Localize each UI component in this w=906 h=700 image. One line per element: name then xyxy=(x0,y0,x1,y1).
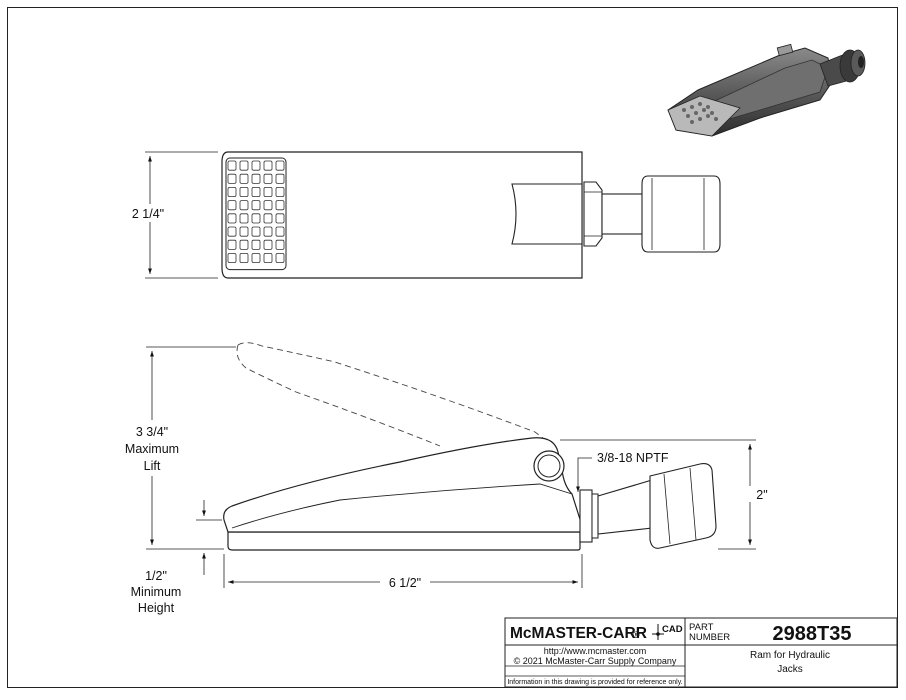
saddle-tooth xyxy=(227,200,237,211)
saddle-tooth xyxy=(263,239,273,250)
saddle-tooth xyxy=(263,226,273,237)
dim-height-label: 2" xyxy=(756,488,767,502)
dimension-width: 2 1/4" xyxy=(120,151,218,279)
saddle-tooth xyxy=(239,200,249,211)
iso-saddle-teeth xyxy=(682,102,718,124)
saddle-tooth xyxy=(275,226,285,237)
description-line-1: Ram for Hydraulic xyxy=(750,650,830,661)
saddle-tooth xyxy=(251,252,261,263)
saddle-tooth xyxy=(239,213,249,224)
dimension-length: 6 1/2" xyxy=(223,554,583,590)
dim-min-word2: Height xyxy=(138,601,175,615)
saddle-tooth xyxy=(227,213,237,224)
dimension-min-height: 1/2" Minimum Height xyxy=(131,500,222,615)
dim-length-label: 6 1/2" xyxy=(389,576,421,590)
saddle-tooth xyxy=(275,239,285,250)
dim-lift-word1: Maximum xyxy=(125,442,179,456)
saddle-tooth xyxy=(275,213,285,224)
top-view xyxy=(221,151,721,279)
description-line-2: Jacks xyxy=(777,664,803,675)
cad-label: CAD xyxy=(662,624,683,635)
saddle-tooth xyxy=(251,239,261,250)
saddle-tooth xyxy=(227,252,237,263)
saddle-tooth xyxy=(251,200,261,211)
isometric-view xyxy=(667,43,866,137)
pipe xyxy=(601,193,649,235)
cad-icon xyxy=(652,624,664,640)
saddle-tooth xyxy=(275,173,285,184)
disclaimer: Information in this drawing is provided … xyxy=(507,679,682,686)
saddle-tooth xyxy=(227,173,237,184)
saddle-tooth xyxy=(251,213,261,224)
saddle-tooth xyxy=(239,186,249,197)
svg-text:®: ® xyxy=(633,630,640,640)
dim-width-label: 2 1/4" xyxy=(132,207,164,221)
top-view-body xyxy=(221,151,583,279)
saddle-tooth xyxy=(227,186,237,197)
dim-lift-value: 3 3/4" xyxy=(136,425,168,439)
copyright: © 2021 McMaster-Carr Supply Company xyxy=(514,656,677,666)
hex-nut xyxy=(583,181,603,247)
plunger-end xyxy=(511,183,583,245)
thread-callout: 3/8-18 NPTF xyxy=(576,451,669,492)
brand-logo-text: McMASTER-CARR xyxy=(510,625,647,642)
saddle-tooth xyxy=(227,239,237,250)
saddle-tooth xyxy=(239,226,249,237)
dim-min-value: 1/2" xyxy=(145,569,167,583)
saddle-tooth xyxy=(227,160,237,171)
saddle-tooth xyxy=(227,226,237,237)
dimension-max-lift: 3 3/4" Maximum Lift xyxy=(112,346,236,550)
phantom-raised-outline xyxy=(237,342,549,443)
saddle-grid xyxy=(225,157,287,271)
saddle-tooth xyxy=(275,160,285,171)
saddle-tooth xyxy=(251,186,261,197)
part-number-label-2: NUMBER xyxy=(689,632,730,643)
saddle-tooth xyxy=(251,173,261,184)
side-view xyxy=(223,342,717,551)
saddle-tooth xyxy=(239,252,249,263)
website-url: http://www.mcmaster.com xyxy=(544,646,647,656)
saddle-tooth xyxy=(263,186,273,197)
ram-arm xyxy=(223,437,585,533)
dimension-height: 2" xyxy=(560,439,768,550)
title-block: McMASTER-CARR ® CAD PART NUMBER 2988T35 … xyxy=(504,617,898,688)
saddle-tooth xyxy=(263,160,273,171)
saddle-tooth xyxy=(239,239,249,250)
saddle-tooth xyxy=(239,173,249,184)
coupler xyxy=(641,175,721,253)
thread-label: 3/8-18 NPTF xyxy=(597,451,669,465)
saddle-tooth xyxy=(275,200,285,211)
saddle-tooth xyxy=(275,186,285,197)
saddle-tooth xyxy=(251,226,261,237)
base-plate xyxy=(227,531,581,551)
saddle-tooth xyxy=(263,213,273,224)
side-coupler xyxy=(649,463,717,549)
saddle-tooth xyxy=(263,200,273,211)
saddle-tooth xyxy=(263,173,273,184)
saddle-tooth xyxy=(275,252,285,263)
saddle-tooth xyxy=(251,160,261,171)
part-number: 2988T35 xyxy=(773,623,852,645)
part-number-label-1: PART xyxy=(689,622,714,633)
saddle-tooth xyxy=(239,160,249,171)
dim-lift-word2: Lift xyxy=(144,459,161,473)
drawing-border xyxy=(7,7,898,688)
saddle-tooth xyxy=(263,252,273,263)
dim-min-word1: Minimum xyxy=(131,585,182,599)
